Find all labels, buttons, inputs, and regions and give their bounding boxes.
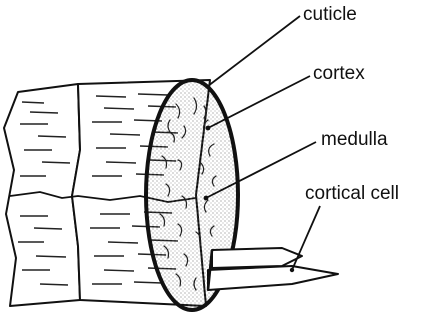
label-cortical-cell: cortical cell xyxy=(305,184,399,203)
label-cortex: cortex xyxy=(313,64,365,83)
label-medulla: medulla xyxy=(321,130,388,149)
cortical-cell-spindles xyxy=(208,248,338,290)
label-cuticle: cuticle xyxy=(303,5,357,24)
